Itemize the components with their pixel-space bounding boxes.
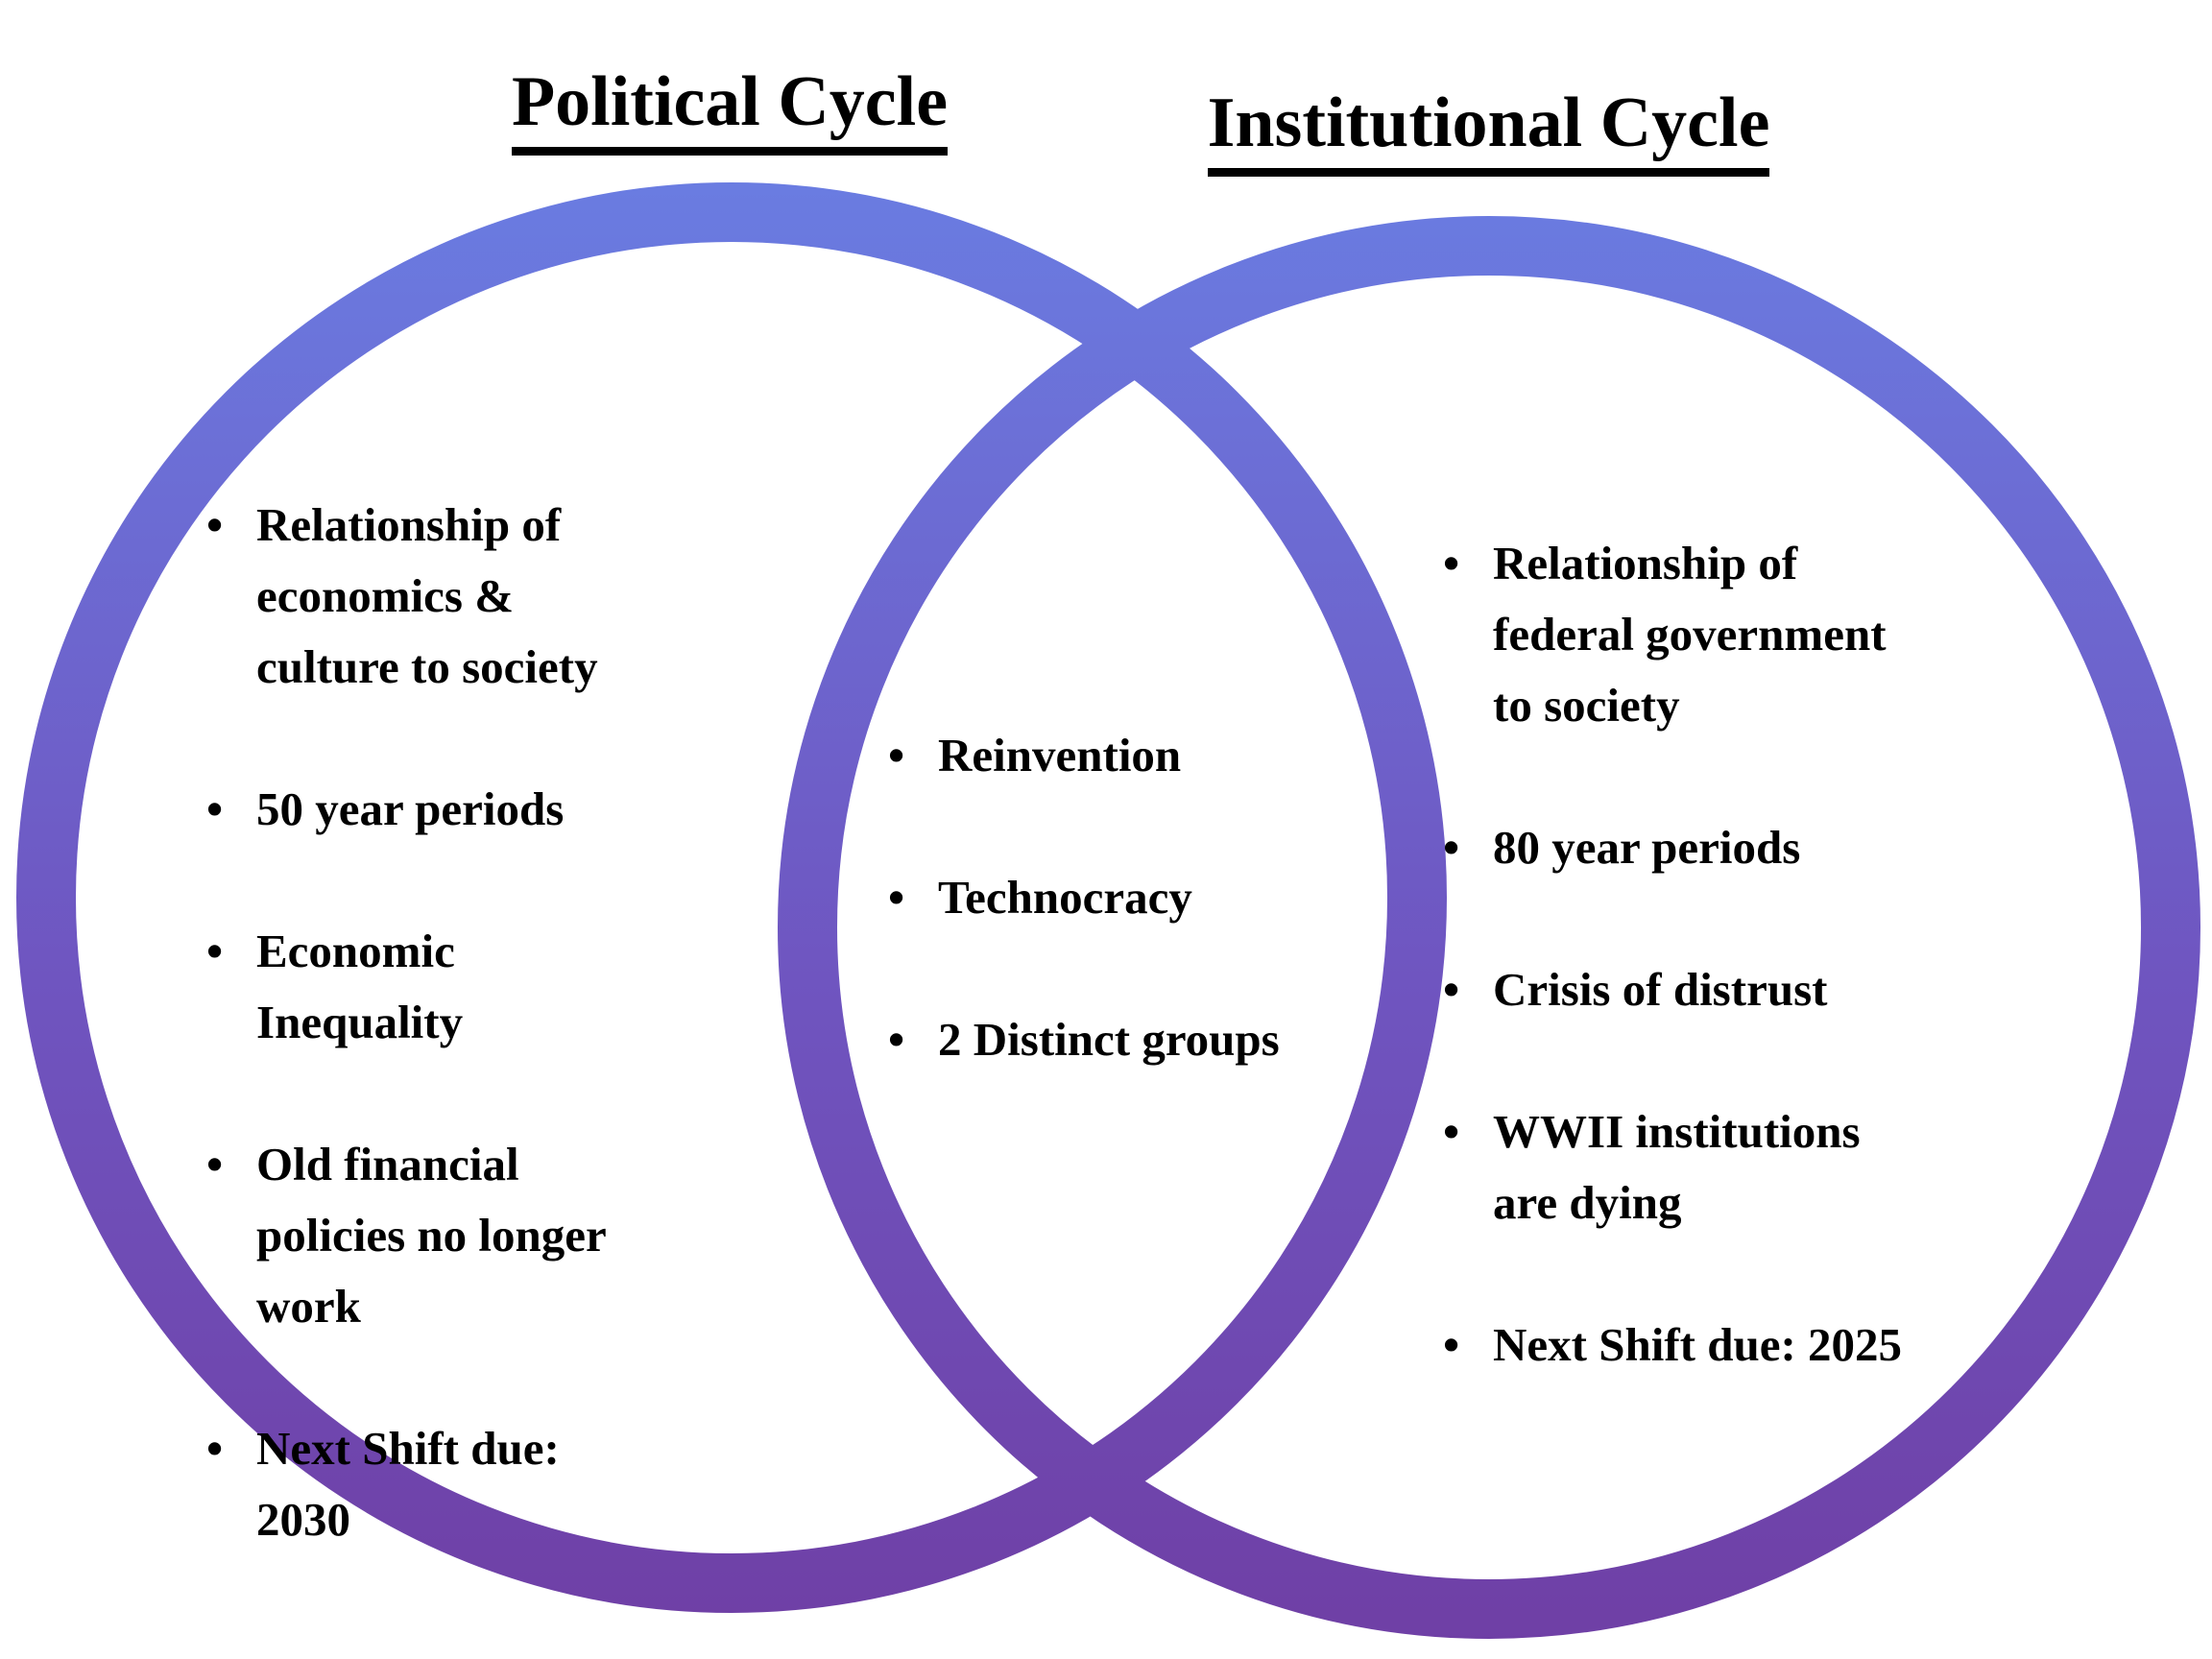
right-circle-title: Institutional Cycle bbox=[1193, 83, 1784, 178]
left-circle-bullet-list: • Relationship of economics & culture to… bbox=[206, 490, 634, 1555]
list-item: • Relationship of economics & culture to… bbox=[206, 490, 634, 703]
list-item-text: Relationship of federal government to so… bbox=[1493, 537, 1887, 732]
bullet-icon: • bbox=[1443, 1105, 1460, 1158]
list-item-text: 80 year periods bbox=[1493, 821, 1801, 874]
list-item: • Reinvention bbox=[888, 720, 1301, 791]
intersection-bullet-list: • Reinvention • Technocracy • 2 Distinct… bbox=[888, 720, 1301, 1075]
list-item: • Economic Inequality bbox=[206, 916, 634, 1058]
list-item-text: Reinvention bbox=[938, 729, 1182, 781]
list-item: • 80 year periods bbox=[1443, 812, 1928, 883]
bullet-icon: • bbox=[206, 782, 224, 835]
bullet-icon: • bbox=[206, 498, 224, 551]
bullet-icon: • bbox=[1443, 537, 1460, 589]
list-item: • WWII institutions are dying bbox=[1443, 1096, 1928, 1238]
right-circle-bullet-list: • Relationship of federal government to … bbox=[1443, 528, 1928, 1381]
list-item: • Crisis of distrust bbox=[1443, 954, 1928, 1025]
bullet-icon: • bbox=[1443, 1318, 1460, 1371]
bullet-icon: • bbox=[206, 1138, 224, 1190]
list-item-text: Next Shift due: 2030 bbox=[256, 1422, 560, 1546]
list-item-text: 50 year periods bbox=[256, 782, 565, 835]
list-item: • 2 Distinct groups bbox=[888, 1004, 1301, 1075]
list-item-text: 2 Distinct groups bbox=[938, 1013, 1280, 1066]
left-circle-title: Political Cycle bbox=[437, 61, 1022, 156]
list-item: • 50 year periods bbox=[206, 774, 634, 845]
left-circle-ring bbox=[16, 182, 1447, 1613]
list-item-text: WWII institutions are dying bbox=[1493, 1105, 1861, 1229]
bullet-icon: • bbox=[888, 871, 905, 924]
list-item-text: Crisis of distrust bbox=[1493, 963, 1828, 1016]
list-item: • Relationship of federal government to … bbox=[1443, 528, 1928, 741]
list-item: • Old financial policies no longer work bbox=[206, 1129, 634, 1342]
right-circle-ring bbox=[778, 216, 2200, 1639]
bullet-icon: • bbox=[888, 729, 905, 781]
list-item-text: Technocracy bbox=[938, 871, 1192, 924]
list-item-text: Relationship of economics & culture to s… bbox=[256, 498, 598, 693]
list-item: • Next Shift due: 2025 bbox=[1443, 1310, 1928, 1381]
list-item-text: Old financial policies no longer work bbox=[256, 1138, 606, 1333]
bullet-icon: • bbox=[1443, 963, 1460, 1016]
list-item: • Technocracy bbox=[888, 862, 1301, 933]
list-item-text: Next Shift due: 2025 bbox=[1493, 1318, 1903, 1371]
bullet-icon: • bbox=[888, 1013, 905, 1066]
list-item: • Next Shift due: 2030 bbox=[206, 1413, 634, 1555]
right-circle-title-text: Institutional Cycle bbox=[1207, 83, 1770, 178]
left-circle-title-text: Political Cycle bbox=[511, 61, 949, 156]
bullet-icon: • bbox=[1443, 821, 1460, 874]
bullet-icon: • bbox=[206, 1422, 224, 1475]
bullet-icon: • bbox=[206, 925, 224, 977]
list-item-text: Economic Inequality bbox=[256, 925, 464, 1048]
